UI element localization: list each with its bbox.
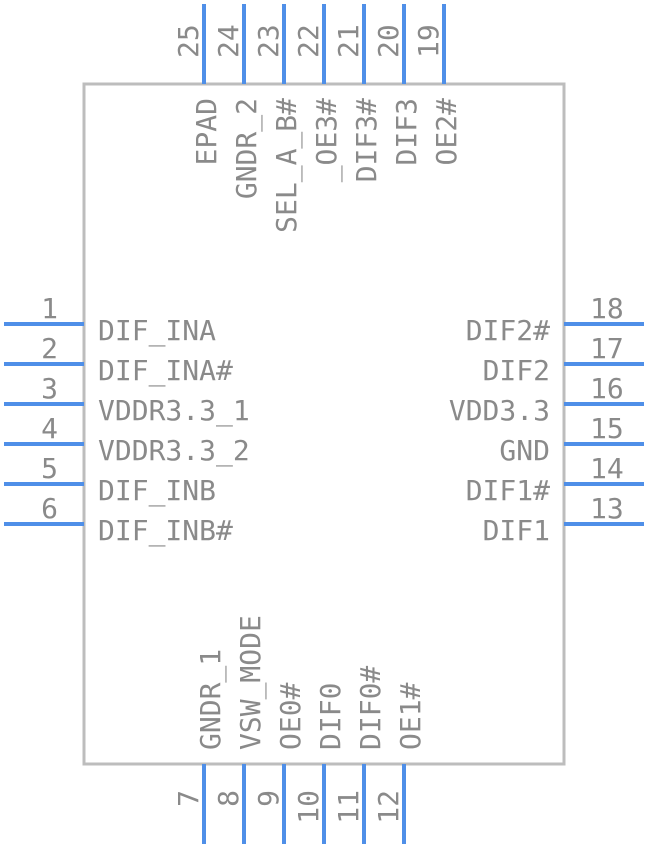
pin-name: VDDR3.3_2 xyxy=(98,434,250,468)
pin-number: 19 xyxy=(412,24,445,58)
pin-number: 20 xyxy=(372,24,405,58)
pin-name: GND xyxy=(499,434,550,467)
pin-number: 12 xyxy=(372,790,405,824)
pin-number: 11 xyxy=(332,790,365,824)
pin-number: 23 xyxy=(252,24,285,58)
pin-bottom-7: 7 GNDR_1 xyxy=(172,649,228,844)
pin-number: 15 xyxy=(590,412,624,445)
pin-bottom-9: 9 OE0# xyxy=(252,682,307,844)
pin-number: 10 xyxy=(292,790,325,824)
pin-bottom-10: 10 DIF0 xyxy=(292,683,347,844)
pin-name: GNDR_2 xyxy=(230,98,264,199)
pin-number: 16 xyxy=(590,372,624,405)
pin-name: DIF0 xyxy=(314,683,347,750)
pin-name: DIF1# xyxy=(466,474,550,507)
pin-name: DIF1 xyxy=(483,514,550,547)
pins-bottom: 7 GNDR_1 8 VSW_MODE 9 OE0# 10 DIF0 11 DIF0# 12 OE1# xyxy=(172,615,427,844)
pin-name: DIF3# xyxy=(350,98,383,182)
pin-number: 18 xyxy=(590,292,624,325)
pin-number: 9 xyxy=(252,790,285,807)
pin-name: DIF3 xyxy=(390,98,423,165)
pin-name: GNDR_1 xyxy=(194,649,228,750)
pin-number: 8 xyxy=(212,790,245,807)
pin-number: 22 xyxy=(292,24,325,58)
pin-number: 4 xyxy=(41,412,58,445)
pin-number: 2 xyxy=(41,332,58,365)
pins-left: 1DIF_INA2DIF_INA#3VDDR3.3_14VDDR3.3_25DI… xyxy=(4,292,250,548)
pin-name: OE1# xyxy=(394,682,427,750)
pin-name: DIF_INB# xyxy=(98,514,233,548)
pin-number: 14 xyxy=(590,452,624,485)
pin-bottom-12: 12 OE1# xyxy=(372,682,427,844)
pin-name: VSW_MODE xyxy=(234,615,268,750)
pin-number: 25 xyxy=(172,24,205,58)
pin-number: 24 xyxy=(212,24,245,58)
pin-name: DIF_INB xyxy=(98,474,216,508)
pin-name: DIF2# xyxy=(466,314,550,347)
pin-name: OE0# xyxy=(274,682,307,750)
pin-name: DIF2 xyxy=(483,354,550,387)
pin-name: EPAD xyxy=(190,98,223,165)
pin-name: SEL_A_B# xyxy=(270,98,304,233)
pin-name: DIF0# xyxy=(354,666,387,750)
pin-number: 17 xyxy=(590,332,624,365)
pin-number: 3 xyxy=(41,372,58,405)
pin-name: VDDR3.3_1 xyxy=(98,394,250,428)
pin-number: 7 xyxy=(172,790,205,807)
pin-number: 1 xyxy=(41,292,58,325)
pin-name: _OE3# xyxy=(310,98,344,182)
pin-number: 13 xyxy=(590,492,624,525)
pin-name: OE2# xyxy=(430,98,463,166)
pin-number: 5 xyxy=(41,452,58,485)
pin-name: DIF_INA xyxy=(98,314,216,348)
pin-top-22: 22 _OE3# xyxy=(292,4,344,182)
pin-number: 6 xyxy=(41,492,58,525)
pins-top: 25EPAD24GNDR_223SEL_A_B#22_OE3#21DIF3#20… xyxy=(172,4,463,233)
pin-name: VDD3.3 xyxy=(449,394,550,427)
pin-bottom-11: 11 DIF0# xyxy=(332,666,387,844)
pin-bottom-8: 8 VSW_MODE xyxy=(212,615,268,844)
pin-number: 21 xyxy=(332,24,365,58)
pin-name: DIF_INA# xyxy=(98,354,233,388)
